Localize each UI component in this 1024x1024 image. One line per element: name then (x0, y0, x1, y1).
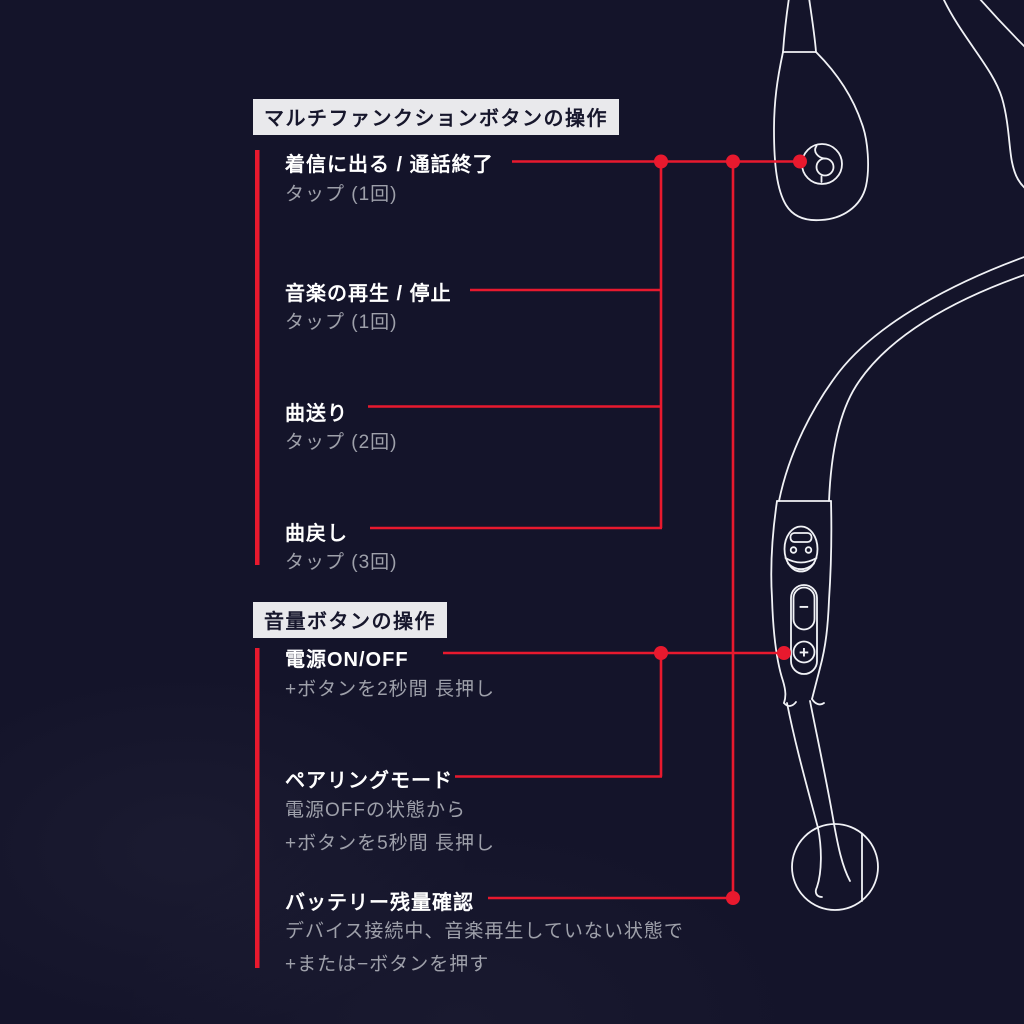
item-label-battery-check: バッテリー残量確認 (285, 892, 474, 914)
item-sub-pairing-1: 電源OFFの状態から (285, 800, 466, 821)
section-header-multifunction: マルチファンクションボタンの操作 (253, 99, 619, 135)
multifunction-button-logo-icon (814, 145, 835, 183)
volume-minus-button (792, 586, 816, 631)
item-label-next-track: 曲送り (285, 403, 348, 425)
callout-lines (255, 150, 807, 968)
volume-plus-button (792, 640, 816, 664)
neckband-inner-curve (828, 274, 1024, 502)
item-sub-battery-1: デバイス接続中、音楽再生していない状態で (285, 921, 684, 942)
volume-plus-glyph: + (799, 643, 809, 662)
item-sub-answer-call: タップ (1回) (285, 184, 398, 205)
ear-hook-inner-curve (979, 0, 1024, 48)
control-pod-fork (783, 698, 825, 707)
transducer-disc (791, 823, 879, 911)
section1-accent-bar (255, 150, 260, 565)
control-pod-right-edge (811, 500, 833, 700)
item-label-power: 電源ON/OFF (285, 649, 409, 671)
item-sub-next-track: タップ (2回) (285, 432, 398, 453)
item-sub-battery-2: +または−ボタンを押す (285, 954, 490, 975)
item-sub-music-play: タップ (1回) (285, 312, 398, 333)
item-sub-prev-track: タップ (3回) (285, 552, 398, 573)
ear-hook-outer-curve (943, 0, 1024, 189)
headset-illustration (770, 0, 1024, 911)
control-pod-left-edge (770, 500, 787, 704)
item-label-answer-call: 着信に出る / 通話終了 (285, 154, 494, 176)
wire-left-line (786, 702, 823, 898)
volume-buttons (790, 584, 818, 675)
ear-hook-left-stem (782, 0, 790, 53)
neckband-outer-curve (778, 256, 1024, 502)
item-label-prev-track: 曲戻し (285, 523, 348, 545)
item-sub-power: +ボタンを2秒間 長押し (285, 679, 495, 700)
earpiece-body (773, 51, 869, 222)
item-label-music-play: 音楽の再生 / 停止 (285, 283, 452, 305)
volume-pill (790, 584, 818, 675)
item-label-pairing: ペアリングモード (285, 770, 453, 792)
callout-dots (654, 154, 807, 905)
ear-hook-right-stem (808, 0, 817, 53)
section-header-volume: 音量ボタンの操作 (253, 602, 447, 638)
charging-port (783, 525, 819, 573)
volume-minus-glyph: − (799, 597, 809, 616)
wire-right-line (809, 700, 851, 882)
section2-accent-bar (255, 648, 260, 968)
item-sub-pairing-2: +ボタンを5秒間 長押し (285, 833, 495, 854)
